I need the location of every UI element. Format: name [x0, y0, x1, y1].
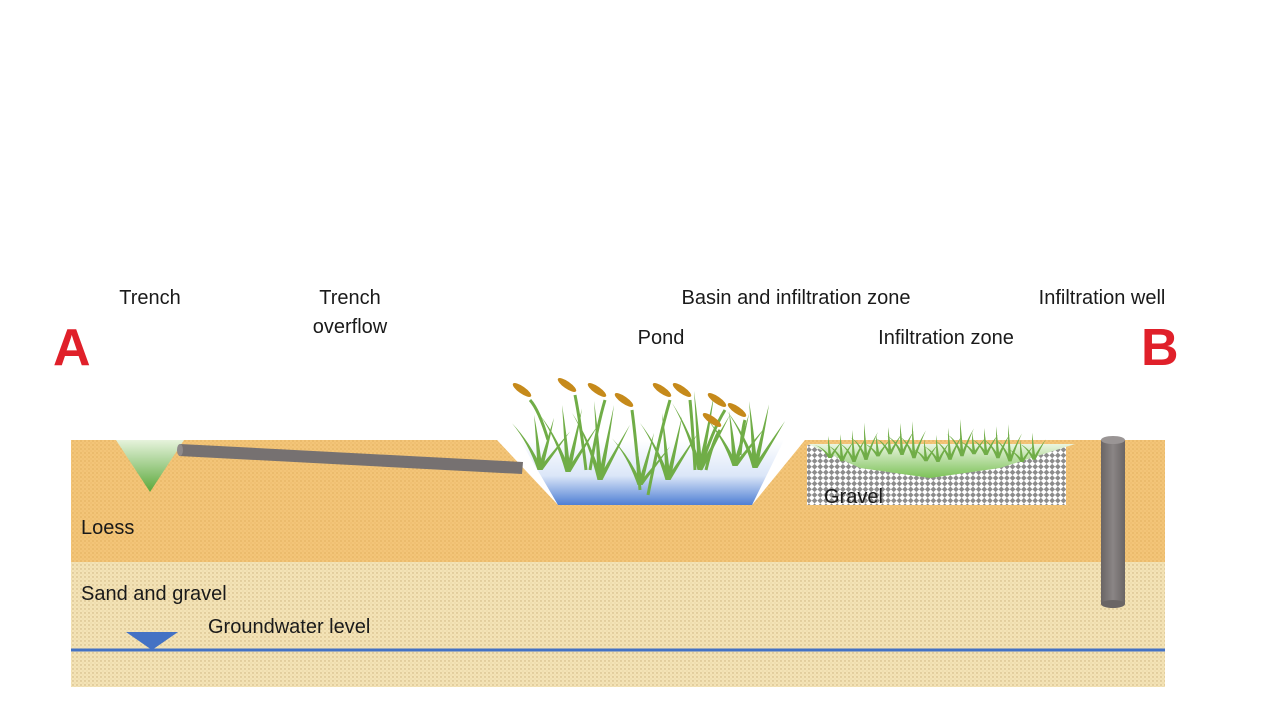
infiltration-well-label: Infiltration well — [1038, 287, 1166, 309]
sand-gravel-layer — [71, 562, 1165, 687]
marker-a: A — [53, 319, 91, 377]
groundwater-marker-icon — [126, 632, 178, 650]
trench-icon — [116, 440, 184, 492]
basin-infiltration-zone-label: Basin and infiltration zone — [681, 287, 911, 309]
infiltration-grass — [814, 419, 1046, 462]
marker-b: B — [1141, 319, 1179, 377]
pond-reeds — [512, 378, 785, 496]
overflow-pipe — [177, 444, 523, 474]
groundwater-level-label: Groundwater level — [208, 616, 371, 638]
sand-and-gravel-label: Sand and gravel — [81, 583, 227, 605]
gravel-label: Gravel — [824, 486, 883, 508]
trench-overflow-label: Trench overflow — [312, 287, 388, 338]
infiltration-well — [1101, 436, 1125, 608]
trench-label: Trench — [119, 287, 181, 309]
loess-label: Loess — [81, 517, 135, 539]
pond-label: Pond — [637, 327, 685, 349]
infiltration-zone-label: Infiltration zone — [878, 327, 1014, 349]
